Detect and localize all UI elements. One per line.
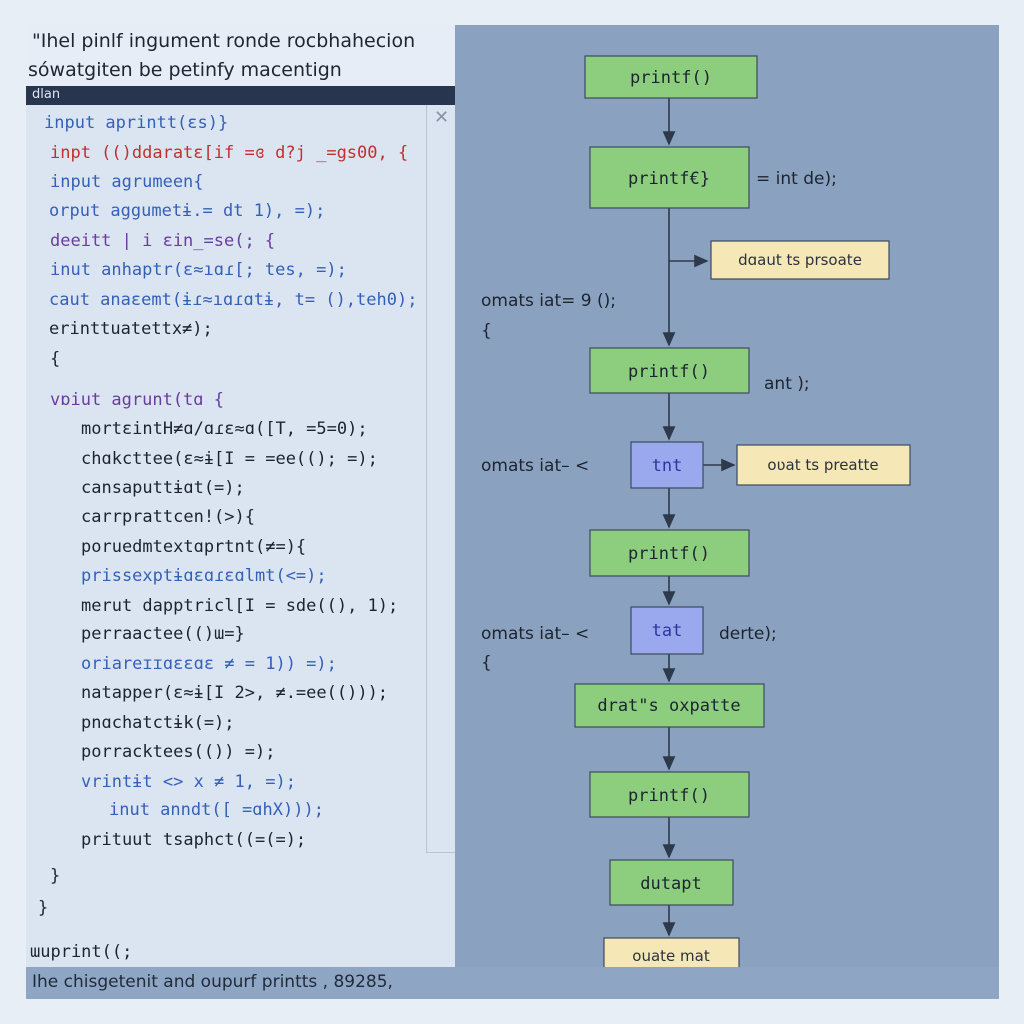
note-label-3: ouate mat (632, 947, 710, 965)
code-line[interactable]: deeitt | i ɛin_=se(; { (50, 231, 276, 251)
code-line[interactable]: { (50, 349, 61, 369)
code-line[interactable]: carrprattcen!(>){ (81, 507, 255, 527)
side-text-1: = int de); (756, 169, 837, 189)
note-label-1: dɑaut ts prsoate (738, 251, 862, 269)
code-line[interactable]: erinttuatettx≠); (49, 319, 213, 339)
code-line[interactable]: perraactee(()ɯ=} (81, 624, 245, 644)
node-printf-1 (584, 55, 758, 99)
decision-box-1 (630, 441, 704, 489)
code-line[interactable]: chɑkcttee(ɛ≈ɨ[I = =ee((); =); (81, 449, 378, 469)
code-line[interactable]: orput aggumetɨ.= dt 1), =); (49, 201, 326, 221)
code-line[interactable]: merut dapptricl[I = sde((), 1); (81, 596, 399, 616)
node-output-format (574, 683, 765, 728)
code-line[interactable]: oriareɪɪɑɛɛɑɛ ≠ = 1)) =); (81, 654, 337, 674)
node-label-4: printf() (628, 544, 710, 564)
flow-edges (662, 98, 736, 937)
side-text-8: { (481, 653, 492, 673)
decision-box-2 (630, 606, 704, 655)
close-icon[interactable]: ✕ (434, 107, 450, 128)
note-label-2: oʋat ts preatte (767, 456, 878, 474)
node-label-1: printf() (630, 68, 712, 88)
code-line[interactable]: input aprintt(ɛs)} (44, 113, 229, 133)
caption-text: Ihe chisgetenit and oupurf printts , 892… (32, 972, 393, 992)
editor-tab-bar: dlan (26, 86, 455, 105)
node-label-output-format: drat"s oxpatte (597, 696, 740, 716)
code-line[interactable]: ɯuprint((; (30, 942, 133, 962)
node-label-2: printf€} (628, 169, 710, 189)
decision-label-2: tat (652, 621, 683, 641)
flow-side-texts: = int de); omats iat= 9 (); { ant ); oma… (481, 169, 837, 673)
flow-node-labels: printf() printf€} dɑaut ts prsoate print… (597, 68, 878, 965)
decision-label-1: tnt (652, 456, 683, 476)
code-line[interactable]: inpt (()ddaratɛ[if =ɞ d?j _=gs00, { (50, 143, 409, 163)
code-line[interactable]: prissexptɨɑɛɑɾɛɑlmt(<=); (81, 566, 327, 586)
code-line[interactable]: poruedmtextɑprtnt(≠=){ (81, 537, 307, 557)
code-line[interactable]: caut anaɛemt(ɨɾ≈ıɑɾɑtɨ, t= (),teh0); (49, 290, 418, 310)
node-output (609, 859, 734, 906)
code-editor (26, 105, 455, 967)
code-line[interactable]: vrintɨt <> x ≠ 1, =); (81, 772, 296, 792)
code-line[interactable]: mortɛintH≠ɑ/ɑɾɛ≈ɑ([T, =5=0); (81, 419, 368, 439)
side-text-5: omats iat– < (481, 456, 589, 476)
editor-gutter-border (426, 105, 455, 853)
code-line[interactable]: cansaputtɨɑt(=); (81, 478, 245, 498)
code-line[interactable]: prituut tsaphct((=(=); (81, 830, 307, 850)
code-line[interactable]: porracktees(()) =); (81, 742, 276, 762)
flow-nodes (574, 55, 911, 976)
code-line[interactable]: } (38, 898, 49, 918)
side-text-6: omats iat– < (481, 624, 589, 644)
code-line[interactable]: vɒiut agrunt(tɑ { (50, 390, 224, 410)
editor-tab-label[interactable]: dlan (32, 87, 61, 102)
side-text-2: omats iat= 9 (); (481, 291, 616, 311)
code-line[interactable]: pnɑchatctɨk(=); (81, 713, 235, 733)
side-text-7: derte); (719, 624, 777, 644)
node-printf-3 (589, 347, 750, 394)
code-line[interactable]: input agrumeen{ (50, 172, 204, 192)
note-box-1 (710, 240, 890, 280)
node-label-3: printf() (628, 362, 710, 382)
code-line[interactable]: natapper(ɛ≈ɨ[I 2>, ≠.=ee(())); (81, 683, 389, 703)
node-label-5: printf() (628, 786, 710, 806)
caption-bar (26, 967, 999, 999)
note-box-2 (736, 444, 911, 486)
code-line[interactable]: } (50, 866, 61, 886)
code-line[interactable]: inut anndt([ =ɑhX))); (109, 800, 324, 820)
header-title-line-1: "Ihel pinlf ingument ronde rocbhahecion (32, 30, 416, 52)
node-printf-4 (589, 529, 750, 577)
side-text-4: ant ); (764, 374, 810, 394)
node-printf-2 (589, 146, 750, 209)
node-label-output: dutapt (640, 874, 701, 894)
code-line[interactable]: inut anhaptr(ɛ≈ıɑɾ[; tes, =); (50, 260, 347, 280)
side-text-3: { (481, 321, 492, 341)
header-title-line-2: sówatgiten be petinfy macentign (28, 59, 342, 81)
node-printf-5 (589, 771, 750, 818)
